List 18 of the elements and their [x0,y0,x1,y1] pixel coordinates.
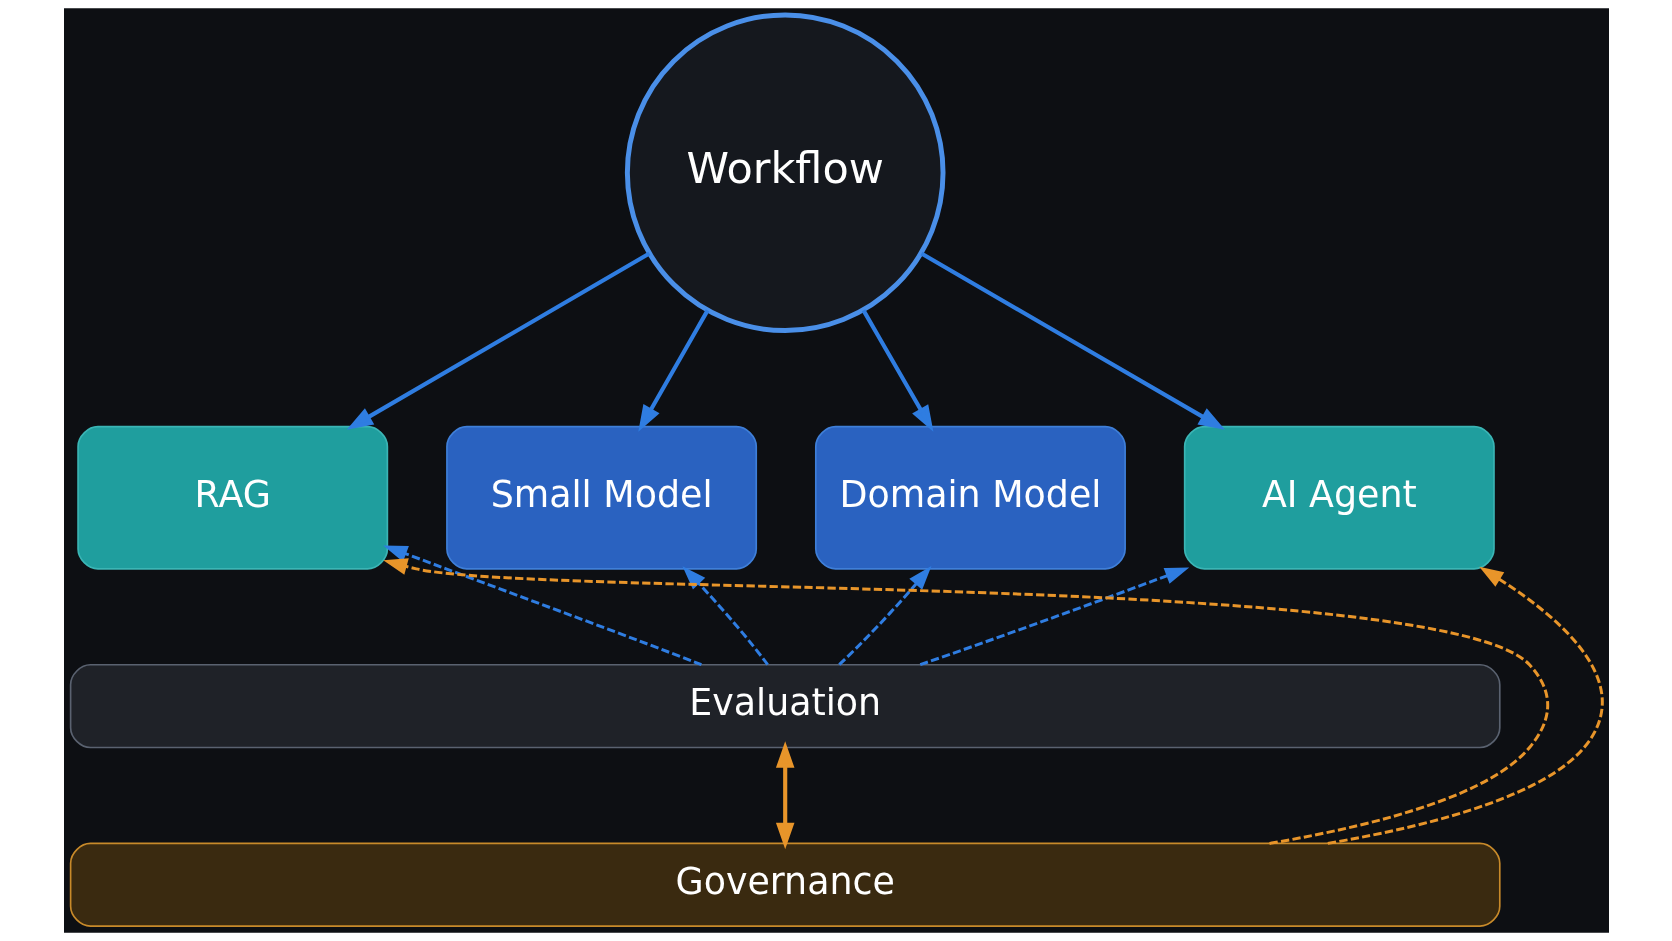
node-box: AI Agent [1183,425,1495,570]
arrow [637,309,709,432]
arrow [346,251,650,430]
node-box: RAG [76,425,388,570]
node-circle: Workflow [624,12,945,334]
arrow [861,309,933,432]
arrow [919,567,1189,667]
arrow [681,566,769,666]
arrow [382,545,702,667]
arrow [775,741,794,850]
arrow [919,251,1225,430]
node-box: Evaluation [69,663,1501,749]
node-box: Small Model [445,425,757,570]
node-box: Governance [69,842,1501,927]
node-box: Domain Model [814,425,1126,570]
arrow [382,558,1549,845]
arrow [1327,566,1604,845]
arrow [837,565,931,666]
